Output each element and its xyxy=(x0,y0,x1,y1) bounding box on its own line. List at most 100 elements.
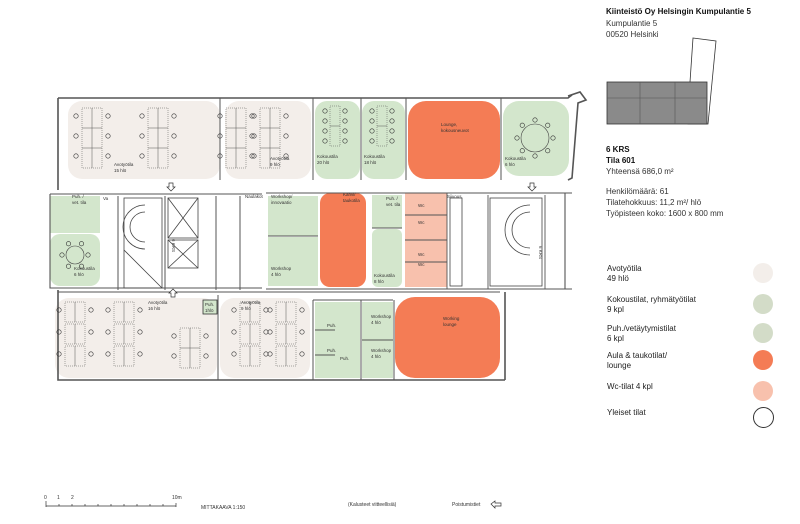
chair xyxy=(519,148,525,154)
chair xyxy=(532,117,538,123)
scale-tick-2: 2 xyxy=(71,495,74,501)
chair xyxy=(171,153,177,159)
chair xyxy=(283,133,289,139)
stairs-left xyxy=(122,197,163,289)
chair xyxy=(251,153,257,159)
scale-bar xyxy=(45,501,177,507)
chair xyxy=(299,307,305,313)
furniture xyxy=(56,105,556,369)
chair xyxy=(322,118,328,124)
chair xyxy=(59,252,65,258)
label-puh-2: Puh. xyxy=(327,348,336,353)
room-zones xyxy=(50,101,569,378)
round-table xyxy=(520,123,550,153)
chair xyxy=(389,128,395,134)
legend-swatch xyxy=(753,294,773,314)
exits-label: Poistumistiet xyxy=(452,502,481,508)
desk xyxy=(74,323,86,345)
chair xyxy=(171,113,177,119)
legend-swatch xyxy=(753,381,773,401)
zone-avotyotila-15 xyxy=(68,101,220,179)
chair xyxy=(342,138,348,144)
label-avo16-1: Avotyötila xyxy=(148,300,168,305)
label-workshop-inn-2: innovaatio xyxy=(271,200,292,205)
total-area: Yhteensä 686,0 m² xyxy=(606,167,674,176)
desk xyxy=(249,301,261,323)
desk xyxy=(329,125,341,147)
desk xyxy=(376,125,388,147)
zone-puh-1hlo xyxy=(202,299,218,315)
round-table xyxy=(65,245,85,265)
label-puh-vet-mid-1: Puh. / xyxy=(386,196,399,201)
exit-arrow-icon xyxy=(166,182,176,192)
space-label: Tila 601 xyxy=(606,156,636,165)
chair xyxy=(66,241,72,247)
chair xyxy=(532,153,538,159)
chair xyxy=(545,122,551,128)
desk xyxy=(74,345,86,367)
desk-size: Työpisteen koko: 1600 x 800 mm xyxy=(606,209,724,218)
zone-kokoustila-18 xyxy=(362,101,405,179)
key-plan-thumbnail xyxy=(606,37,717,125)
zone-kokoustila-20 xyxy=(315,101,360,179)
legend-label: Puh./vetäytymistilat xyxy=(607,324,676,333)
zone-kahvi xyxy=(320,193,366,287)
legend-label: Wc-tilat 4 kpl xyxy=(607,382,653,391)
zone-workshop-4a xyxy=(268,237,318,286)
zone-puh-rooms xyxy=(315,302,360,378)
desk xyxy=(269,147,281,169)
label-avo15-1: Avotyötila xyxy=(114,162,134,167)
desk xyxy=(189,347,201,369)
chair xyxy=(73,113,79,119)
chair xyxy=(263,329,269,335)
chair xyxy=(342,118,348,124)
chair xyxy=(389,108,395,114)
chair xyxy=(369,118,375,124)
label-puh-3: Puh. xyxy=(340,356,349,361)
chair xyxy=(249,113,255,119)
chair xyxy=(267,307,273,313)
chair xyxy=(263,307,269,313)
legend-item: Aula & taukotilat/lounge xyxy=(607,351,667,371)
legend-label: Kokoustilat, ryhmätyötilat xyxy=(607,295,696,304)
chair xyxy=(342,128,348,134)
label-workshop4c-1: Workshop xyxy=(371,348,392,353)
label-siivous: Siivous xyxy=(447,194,462,199)
label-working-lounge-2: lounge xyxy=(443,322,457,327)
chair xyxy=(322,138,328,144)
chair xyxy=(342,108,348,114)
chair xyxy=(105,113,111,119)
chair xyxy=(139,153,145,159)
label-puh-vet-mid-2: vet. tila xyxy=(386,202,401,207)
chair xyxy=(105,351,111,357)
chair xyxy=(283,113,289,119)
label-kok6b-1: Kokoustila xyxy=(74,266,95,271)
chair xyxy=(389,138,395,144)
building-title: Kiinteistö Oy Helsingin Kumpulantie 5 xyxy=(606,7,751,16)
chair xyxy=(73,133,79,139)
label-kok8-1: Kokoustila xyxy=(374,273,395,278)
chair xyxy=(267,351,273,357)
label-lounge-1: Lounge, xyxy=(441,122,457,127)
label-avo9b-2: 9 hlö xyxy=(241,306,251,311)
chair xyxy=(251,133,257,139)
chair xyxy=(139,133,145,139)
chair xyxy=(550,135,556,141)
legend-item: Yleiset tilat xyxy=(607,408,646,418)
chair xyxy=(137,351,143,357)
chair xyxy=(249,153,255,159)
desk xyxy=(249,323,261,345)
label-va: Va xyxy=(103,196,109,201)
chair xyxy=(56,307,62,313)
legend-label: Yleiset tilat xyxy=(607,408,646,417)
chair xyxy=(217,133,223,139)
legend-count: 9 kpl xyxy=(607,305,624,314)
label-puh-vet-left-2: vet. tila xyxy=(72,200,87,205)
chair xyxy=(56,329,62,335)
chair xyxy=(137,329,143,335)
chair xyxy=(322,128,328,134)
address-city: 00520 Helsinki xyxy=(606,30,659,39)
label-stair-2: 6 KRS xyxy=(538,246,543,259)
